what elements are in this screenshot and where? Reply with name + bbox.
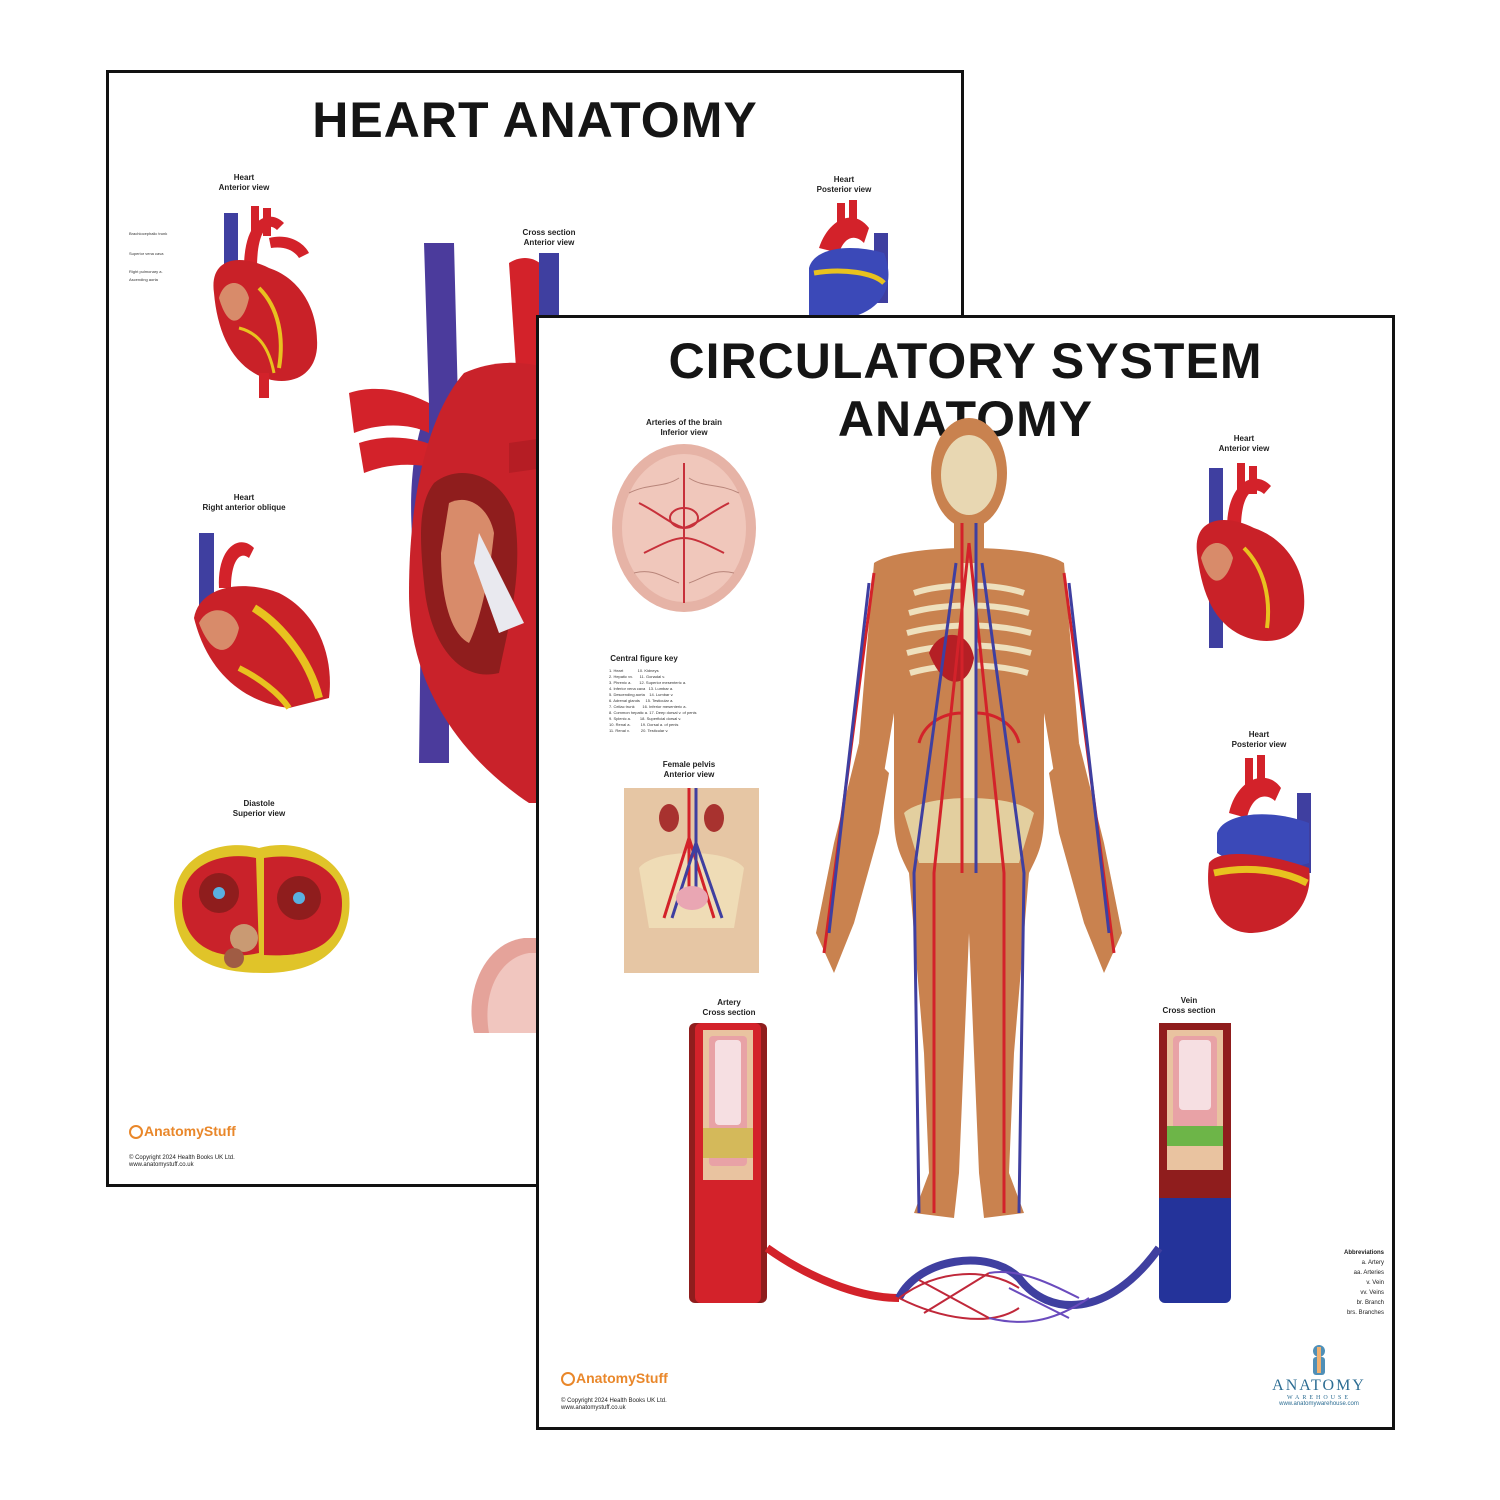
caption-central-key: Central figure key bbox=[610, 654, 678, 663]
warehouse-name: ANATOMY bbox=[1272, 1377, 1366, 1394]
caption-heart-posterior: Heart Posterior view bbox=[816, 175, 872, 194]
anatomystuff-logo-icon bbox=[561, 1372, 575, 1386]
caption-circ-heart-posterior: Heart Posterior view bbox=[1231, 730, 1287, 749]
abbr-item: a. Artery bbox=[1361, 1260, 1384, 1266]
circ-heart-anterior-illustration bbox=[1196, 463, 1305, 648]
anatomy-warehouse-logo: ANATOMY WAREHOUSE www.anatomywarehouse.c… bbox=[1264, 1343, 1374, 1407]
heart-diastole-illustration bbox=[174, 845, 350, 973]
abbr-item: v. Vein bbox=[1366, 1280, 1384, 1286]
brain-arteries-illustration bbox=[612, 444, 756, 612]
caption-heart-oblique: Heart Right anterior oblique bbox=[202, 493, 286, 512]
caption-cross-section: Cross section Anterior view bbox=[522, 228, 576, 247]
caption-vein-cross: Vein Cross section bbox=[1162, 996, 1216, 1015]
heart-website: www.anatomystuff.co.uk bbox=[129, 1162, 194, 1168]
circulatory-system-poster: CIRCULATORY SYSTEM ANATOMY Arteries of t… bbox=[536, 315, 1395, 1430]
warehouse-figure-icon bbox=[1313, 1345, 1325, 1375]
warehouse-url: www.anatomywarehouse.com bbox=[1279, 1401, 1359, 1407]
circ-copyright: © Copyright 2024 Health Books UK Ltd. ww… bbox=[561, 1398, 667, 1412]
circ-heart-posterior-illustration bbox=[1208, 755, 1311, 933]
heart-anterior-illustration bbox=[213, 206, 318, 398]
caption-heart-anterior: Heart Anterior view bbox=[218, 173, 270, 192]
central-figure-key-list: 1. Heart 10. Kidneys 2. Hepatic vv. 11. … bbox=[609, 668, 697, 733]
abbreviations-box: Abbreviations a. Artery aa. Arteries v. … bbox=[1284, 1248, 1384, 1318]
heart-poster-title: HEART ANATOMY bbox=[312, 92, 758, 148]
abbr-item: vv. Veins bbox=[1360, 1290, 1384, 1296]
heart-posterior-illustration bbox=[809, 200, 889, 318]
label-superior-vena-cava: Superior vena cava bbox=[129, 251, 164, 256]
caption-diastole: Diastole Superior view bbox=[232, 799, 286, 818]
heart-copyright-text: © Copyright 2024 Health Books UK Ltd. bbox=[129, 1155, 235, 1161]
caption-brain-arteries: Arteries of the brain Inferior view bbox=[645, 418, 722, 437]
heart-brand-label: AnatomyStuff bbox=[144, 1123, 236, 1139]
abbr-item: br. Branch bbox=[1356, 1300, 1384, 1306]
caption-circ-heart-anterior: Heart Anterior view bbox=[1218, 434, 1270, 453]
anatomystuff-logo-icon bbox=[129, 1125, 143, 1139]
circ-brand: AnatomyStuff bbox=[561, 1370, 668, 1386]
body-circulatory-illustration bbox=[816, 418, 1122, 1218]
circ-copyright-text: © Copyright 2024 Health Books UK Ltd. bbox=[561, 1398, 667, 1404]
circ-brand-label: AnatomyStuff bbox=[576, 1370, 668, 1386]
abbr-item: brs. Branches bbox=[1346, 1310, 1384, 1316]
artery-vein-capillary-illustration bbox=[689, 1023, 1231, 1323]
caption-artery-cross: Artery Cross section bbox=[702, 998, 756, 1017]
abbr-item: aa. Arteries bbox=[1353, 1270, 1384, 1276]
female-pelvis-illustration bbox=[624, 788, 759, 973]
label-right-pulmonary-a: Right pulmonary a. bbox=[129, 269, 163, 274]
label-brachiocephalic-trunk: Brachiocephalic trunk bbox=[129, 231, 168, 236]
heart-oblique-illustration bbox=[194, 533, 330, 710]
caption-female-pelvis: Female pelvis Anterior view bbox=[662, 760, 716, 779]
warehouse-sub: WAREHOUSE bbox=[1287, 1395, 1351, 1401]
heart-copyright: © Copyright 2024 Health Books UK Ltd. ww… bbox=[129, 1155, 235, 1169]
label-ascending-aorta: Ascending aorta bbox=[129, 277, 158, 282]
heart-brand: AnatomyStuff bbox=[129, 1123, 236, 1139]
circ-website: www.anatomystuff.co.uk bbox=[561, 1405, 626, 1411]
abbreviations-heading: Abbreviations bbox=[1343, 1250, 1384, 1256]
